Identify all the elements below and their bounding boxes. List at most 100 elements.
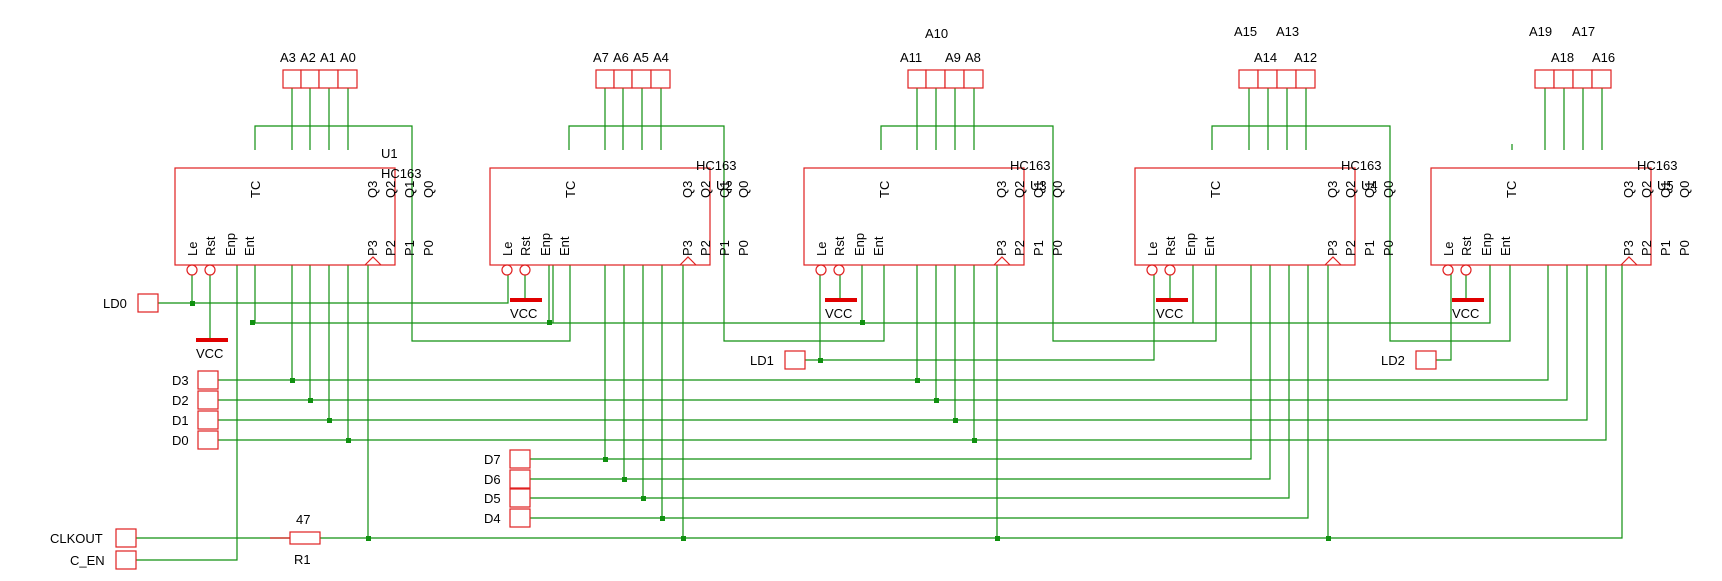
chip-part: HC163 (381, 166, 421, 181)
pin-label-q3: Q3 (680, 181, 695, 198)
pin-label-ent: Ent (1498, 236, 1513, 256)
addr-a10: A10 (925, 26, 948, 41)
pin-label-rst: Rst (1459, 236, 1474, 256)
vcc-label-4: VCC (1156, 306, 1183, 321)
vcc-label-3: VCC (825, 306, 852, 321)
inverted-input-bubble (1164, 264, 1176, 276)
addr-a4: A4 (653, 50, 669, 65)
ports: LD0 LD1 LD2 D3 D2 D1 D0 D7 D6 D5 D4 CLKO… (50, 293, 1437, 570)
pin-label-p2: P2 (383, 240, 398, 256)
pin-label-q0: Q0 (421, 181, 436, 198)
pin-label-le: Le (814, 242, 829, 256)
pin-label-le: Le (500, 242, 515, 256)
port-ld1: LD1 (750, 353, 774, 368)
pin-label-q3: Q3 (365, 181, 380, 198)
chip-body (174, 167, 396, 266)
chip-part: HC163 (1341, 158, 1381, 173)
pin-label-tc: TC (563, 181, 578, 198)
vcc-symbols: VCC VCC VCC VCC VCC (196, 298, 1484, 361)
addr-a3: A3 (280, 50, 296, 65)
pin-label-ent: Ent (557, 236, 572, 256)
pin-label-rst: Rst (518, 236, 533, 256)
port-c-en: C_EN (70, 553, 105, 568)
pin-label-p1: P1 (1362, 240, 1377, 256)
addr-a11: A11 (900, 50, 922, 65)
pin-label-q0: Q0 (736, 181, 751, 198)
port-clkout: CLKOUT (50, 531, 103, 546)
addr-a12: A12 (1294, 50, 1317, 65)
addr-a13: A13 (1276, 24, 1299, 39)
pin-label-enp: Enp (223, 233, 238, 256)
pin-label-p3: P3 (680, 240, 695, 256)
port-d5: D5 (484, 491, 501, 506)
chip-part: HC163 (1010, 158, 1050, 173)
chip-ref: U4 (1361, 178, 1378, 193)
pin-label-q2: Q2 (1639, 181, 1654, 198)
pin-label-rst: Rst (832, 236, 847, 256)
pin-label-q3: Q3 (1621, 181, 1636, 198)
pin-label-le: Le (1441, 242, 1456, 256)
pin-label-ent: Ent (242, 236, 257, 256)
pin-label-q0: Q0 (1381, 181, 1396, 198)
addr-a14: A14 (1254, 50, 1277, 65)
addr-a0: A0 (340, 50, 356, 65)
pin-label-q3: Q3 (1325, 181, 1340, 198)
port-d4: D4 (484, 511, 501, 526)
resistor-ref: R1 (294, 552, 311, 567)
pin-label-rst: Rst (1163, 236, 1178, 256)
pin-label-enp: Enp (1183, 233, 1198, 256)
pin-label-q2: Q2 (698, 181, 713, 198)
vcc-label-2: VCC (510, 306, 537, 321)
vcc-label-5: VCC (1452, 306, 1479, 321)
chip-part: HC163 (696, 158, 736, 173)
pin-label-p3: P3 (1621, 240, 1636, 256)
pin-label-p3: P3 (994, 240, 1009, 256)
pin-label-tc: TC (1208, 181, 1223, 198)
pin-label-p1: P1 (717, 240, 732, 256)
port-d6: D6 (484, 472, 501, 487)
addr-a8: A8 (965, 50, 981, 65)
pin-label-p3: P3 (365, 240, 380, 256)
clock-input-marker (993, 256, 1011, 266)
port-d1: D1 (172, 413, 189, 428)
pin-label-enp: Enp (538, 233, 553, 256)
pin-label-tc: TC (877, 181, 892, 198)
clock-input-marker (1324, 256, 1342, 266)
addr-a2: A2 (300, 50, 316, 65)
chip-ref: U2 (716, 178, 733, 193)
pin-label-p2: P2 (698, 240, 713, 256)
pin-label-p0: P0 (421, 240, 436, 256)
pin-label-q2: Q2 (1343, 181, 1358, 198)
pin-label-le: Le (1145, 242, 1160, 256)
addr-a15: A15 (1234, 24, 1257, 39)
chip-ref: U3 (1030, 178, 1047, 193)
chip-body (489, 167, 711, 266)
port-ld0: LD0 (103, 296, 127, 311)
pin-label-p2: P2 (1343, 240, 1358, 256)
pin-label-q2: Q2 (1012, 181, 1027, 198)
address-headers: A3 A2 A1 A0 A7 A6 A5 A4 A10 A11 A9 A8 A1… (280, 24, 1615, 89)
pin-label-p0: P0 (1381, 240, 1396, 256)
resistor-r1: 47 R1 (270, 512, 321, 567)
pin-label-q1: Q1 (1031, 181, 1046, 198)
inverted-input-bubble (833, 264, 845, 276)
pin-label-p1: P1 (1031, 240, 1046, 256)
inverted-input-bubble (815, 264, 827, 276)
addr-a1: A1 (320, 50, 336, 65)
port-ld2: LD2 (1381, 353, 1405, 368)
pin-label-p0: P0 (1050, 240, 1065, 256)
addr-a6: A6 (613, 50, 629, 65)
inverted-input-bubble (501, 264, 513, 276)
pin-label-p2: P2 (1012, 240, 1027, 256)
addr-a7: A7 (593, 50, 609, 65)
pin-label-p1: P1 (402, 240, 417, 256)
chip-ref: U1 (381, 146, 398, 161)
inverted-input-bubble (519, 264, 531, 276)
port-d7: D7 (484, 452, 501, 467)
inverted-input-bubble (1442, 264, 1454, 276)
clock-input-marker (679, 256, 697, 266)
